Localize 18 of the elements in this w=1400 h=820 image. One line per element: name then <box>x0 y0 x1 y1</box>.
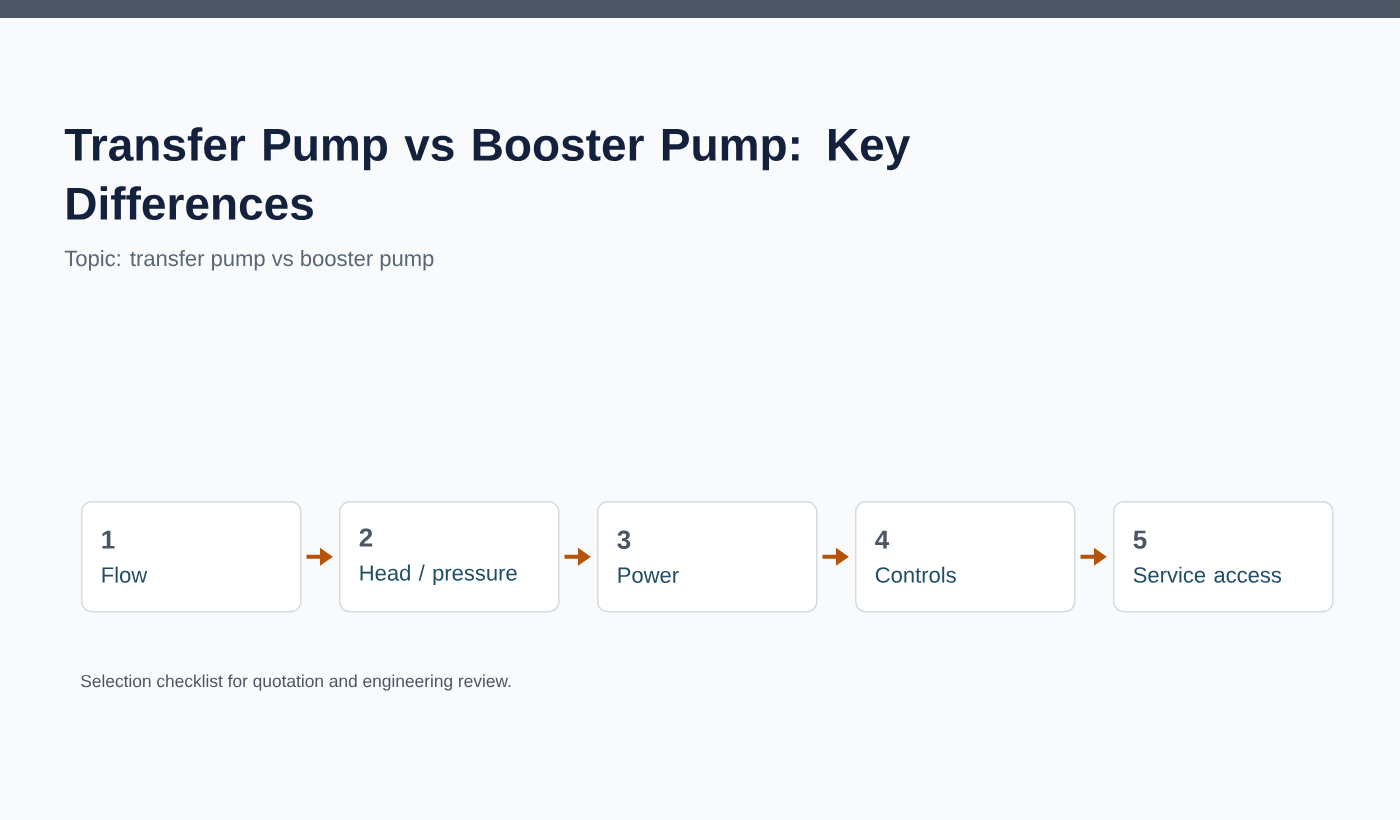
step-box <box>1113 501 1334 613</box>
subtitle: Topic: transfer pump vs booster pump <box>64 250 434 271</box>
step-number: 3 <box>617 530 631 549</box>
caption: Selection checklist for quotation and engineering review. <box>81 674 511 691</box>
step-label: Power <box>618 567 679 583</box>
step-box <box>597 501 818 613</box>
step-number: 1 <box>102 530 115 549</box>
step-label: Flow <box>102 566 148 583</box>
step-label: Service access <box>1133 566 1282 583</box>
step-number: 5 <box>1133 530 1147 549</box>
step-box <box>855 501 1076 613</box>
title: Transfer Pump vs Booster Pump: Key Differences <box>64 127 911 221</box>
step-box <box>339 501 560 613</box>
step-number: 4 <box>875 530 890 549</box>
step-label: Controls <box>875 566 956 583</box>
step-label: Head / pressure <box>360 564 517 586</box>
step-number: 2 <box>359 528 373 547</box>
step-box <box>81 501 302 613</box>
